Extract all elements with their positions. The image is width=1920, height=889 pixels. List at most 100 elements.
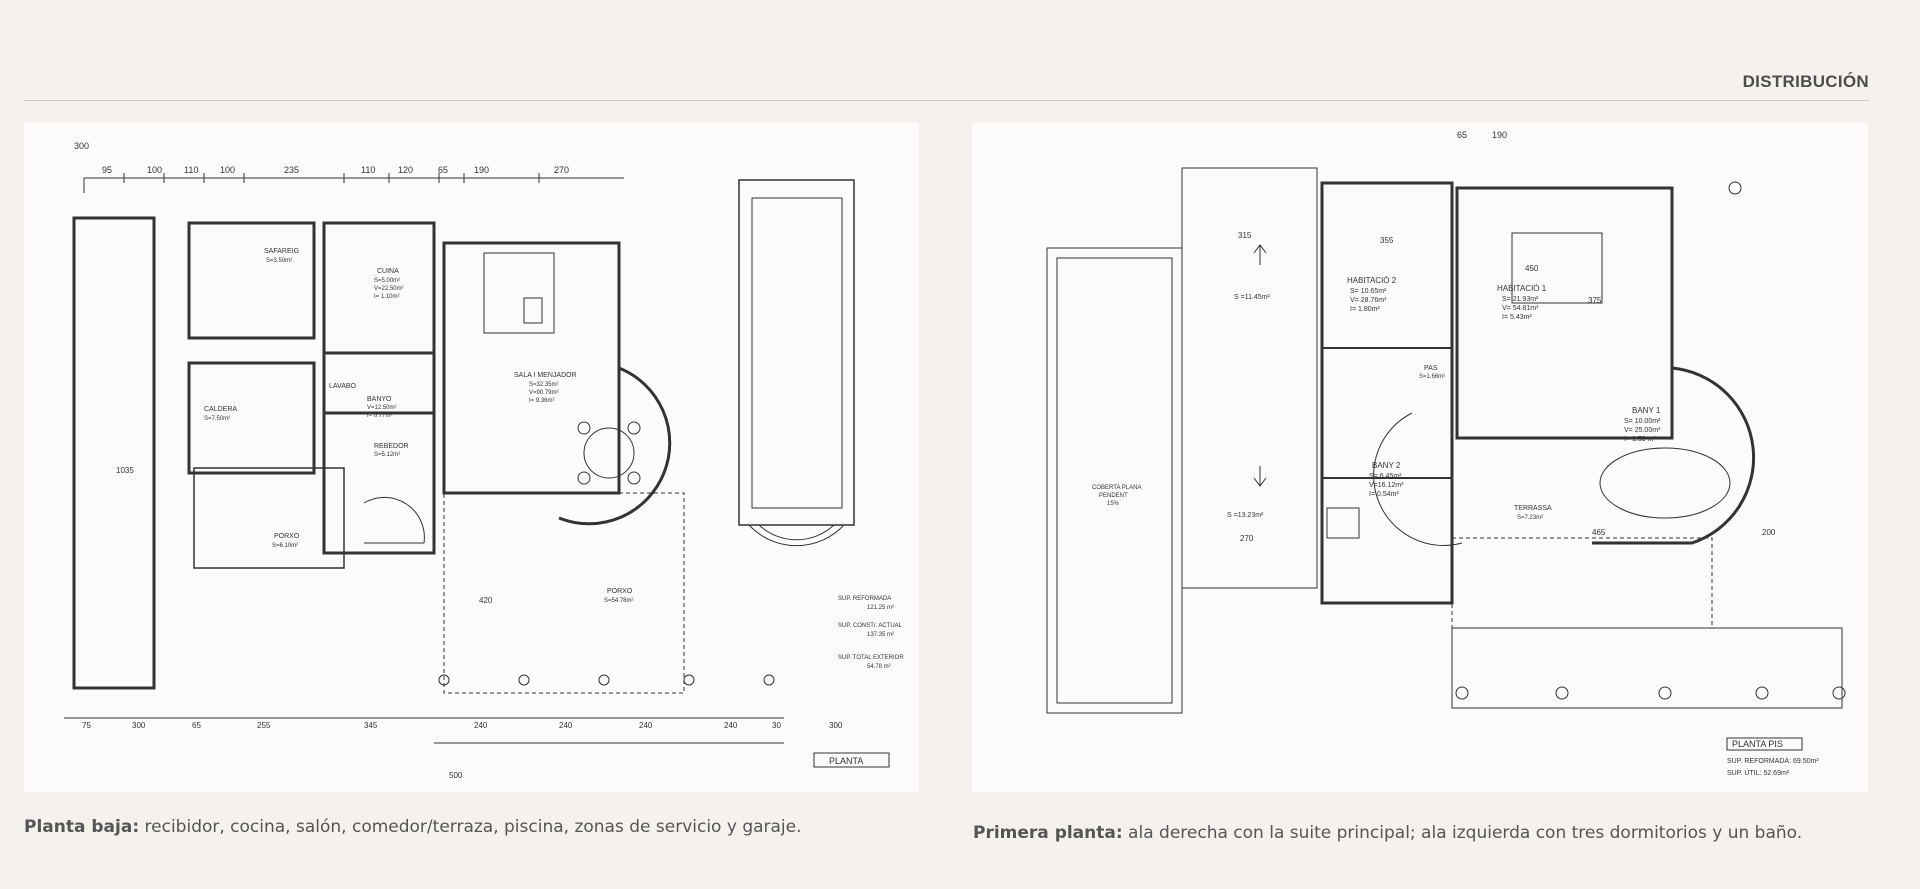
bottom-dim-9: 240 <box>724 721 738 730</box>
bottom-dim-3: 65 <box>192 721 201 730</box>
hab2-area: S= 10.65m² <box>1350 288 1387 295</box>
bottom-dim-11: 300 <box>829 721 843 730</box>
bottom-dim-2: 300 <box>132 721 146 730</box>
top-dim-9: 190 <box>474 165 489 175</box>
cuina-vol: V=22.50m² <box>374 286 404 292</box>
sup-reformada-value: 121.25 m² <box>867 605 894 611</box>
pas-label: PAS <box>1424 365 1438 372</box>
bany1-label: BANY 1 <box>1632 406 1661 415</box>
coberta-line2: PENDENT <box>1099 493 1128 499</box>
first-floor-caption: Primera planta: ala derecha con la suite… <box>973 823 1802 843</box>
sala-area: S=32.35m² <box>529 382 559 388</box>
coberta-line1: COBERTA PLANA <box>1092 485 1141 491</box>
hab2-i: I= 1.80m² <box>1350 306 1380 313</box>
bany2-area: S= 6.45m² <box>1369 473 1402 480</box>
bany1-i: I= 1.53 m² <box>1624 436 1656 443</box>
cuina-label: CUINA <box>377 268 399 275</box>
bany-label: BANYO <box>367 396 392 403</box>
s1-area: S =11.45m² <box>1234 294 1271 301</box>
terrassa-label: TERRASSA <box>1514 505 1552 512</box>
safareig-label: SAFAREIG <box>264 248 299 255</box>
top-dim-8: 65 <box>438 165 448 175</box>
bany1-vol: V= 25.00m³ <box>1624 427 1661 434</box>
sala-i: I= 9.36m² <box>529 398 555 404</box>
lavabo-label: LAVABO <box>329 383 357 390</box>
first-floor-drawing: 65 190 HABITACIÓ 2 S= 10.65m² V= 28.76m³… <box>1046 130 1846 777</box>
sup-total-value: 54.78 m² <box>867 664 891 670</box>
porxo1-area: S=6.10m² <box>272 543 298 549</box>
porxo1-label: PORXO <box>274 533 300 540</box>
sup-reformada-pis: SUP. REFORMADA: 69.50m² <box>1727 758 1819 765</box>
coberta-line3: 15% <box>1107 501 1120 507</box>
bottom-dim-10: 30 <box>772 721 781 730</box>
title-divider <box>24 100 1869 101</box>
top-dim-2: 100 <box>147 165 162 175</box>
sup-const-label: SUP. CONSTr. ACTUAL <box>838 623 903 629</box>
top-dim-10: 270 <box>554 165 569 175</box>
terrassa-area: S=7.23m² <box>1517 515 1543 521</box>
top-dim-7: 120 <box>398 165 413 175</box>
hab1-vol: V= 54.81m³ <box>1502 305 1539 312</box>
planta-stamp: PLANTA <box>829 756 863 766</box>
hab1-label: HABITACIÓ 1 <box>1497 284 1547 293</box>
top-dim-1: 95 <box>102 165 112 175</box>
ground-floor-plan-image: 300 95 100 110 100 235 110 120 65 190 27… <box>24 123 919 792</box>
ground-floor-caption-text: recibidor, cocina, salón, comedor/terraz… <box>139 817 802 837</box>
safareig-area: S=3.50m² <box>266 258 292 264</box>
bany2-label: BANY 2 <box>1372 461 1401 470</box>
top-dim-5: 235 <box>284 165 299 175</box>
sup-util-pis: SUP. ÚTIL: 52.69m² <box>1727 768 1790 777</box>
ground-floor-caption: Planta baja: recibidor, cocina, salón, c… <box>24 817 802 837</box>
sup-reformada-label: SUP. REFORMADA <box>838 596 891 602</box>
pas-area: S=1.66m² <box>1419 374 1445 380</box>
cuina-area: S=5.00m² <box>374 278 400 284</box>
top-dim-65: 65 <box>1457 130 1467 140</box>
bottom-dim-7: 240 <box>559 721 573 730</box>
top-dim-6: 110 <box>361 165 375 175</box>
porxo2-area: S=54.78m² <box>604 598 634 604</box>
dim-1035: 1035 <box>116 466 134 475</box>
first-floor-caption-text: ala derecha con la suite principal; ala … <box>1122 823 1803 843</box>
first-floor-plan-image: 65 190 HABITACIÓ 2 S= 10.65m² V= 28.76m³… <box>972 123 1868 792</box>
section-title: DISTRIBUCIÓN <box>1742 72 1869 91</box>
dim-465: 465 <box>1592 528 1606 537</box>
rebedor-label: REBEDOR <box>374 443 409 450</box>
bottom-dim-5: 345 <box>364 721 378 730</box>
top-dim-3: 110 <box>184 165 198 175</box>
planta-pis-stamp: PLANTA PIS <box>1732 739 1783 749</box>
bottom-dim-6: 240 <box>474 721 488 730</box>
bany2-vol: V=16.12m³ <box>1369 482 1404 489</box>
top-dim-4: 100 <box>220 165 235 175</box>
bany2-i: I= 0.54m² <box>1369 491 1399 498</box>
bany-area: V=12.50m² <box>367 405 397 411</box>
hab2-vol: V= 28.76m³ <box>1350 297 1387 304</box>
caldera-label: CALDERA <box>204 406 237 413</box>
bottom-dim-1: 75 <box>82 721 91 730</box>
ground-floor-caption-bold: Planta baja: <box>24 817 140 837</box>
rebedor-area: S=5.12m² <box>374 452 400 458</box>
s2-area: S =13.23m² <box>1227 512 1264 519</box>
sala-label: SALA I MENJADOR <box>514 372 577 379</box>
dim-315: 315 <box>1238 231 1252 240</box>
bottom-dim-4: 255 <box>257 721 271 730</box>
sala-vol: V=90.79m² <box>529 390 559 396</box>
hab1-area: S= 21.93m² <box>1502 296 1539 303</box>
left-dim: 300 <box>74 141 89 151</box>
dim-355: 355 <box>1380 236 1394 245</box>
sup-const-value: 137.35 m² <box>867 632 894 638</box>
sup-total-label: SUP. TOTAL EXTERIOR <box>838 655 904 661</box>
caldera-area: S=7.50m² <box>204 416 230 422</box>
first-floor-caption-bold: Primera planta: <box>973 823 1123 843</box>
cuina-i: I= 1.10m² <box>374 294 400 300</box>
dim-420: 420 <box>479 596 493 605</box>
dim-450: 450 <box>1525 264 1539 273</box>
dim-270: 270 <box>1240 534 1254 543</box>
dim-375: 375 <box>1588 296 1602 305</box>
hab1-i: I= 5.43m² <box>1502 314 1532 321</box>
dim-500: 500 <box>449 771 463 780</box>
dim-200: 200 <box>1762 528 1776 537</box>
bany1-area: S= 10.00m² <box>1624 418 1661 425</box>
hab2-label: HABITACIÓ 2 <box>1347 276 1397 285</box>
bany-i: I= 0.77m² <box>367 413 393 419</box>
ground-floor-drawing: 300 95 100 110 100 235 110 120 65 190 27… <box>64 141 904 780</box>
